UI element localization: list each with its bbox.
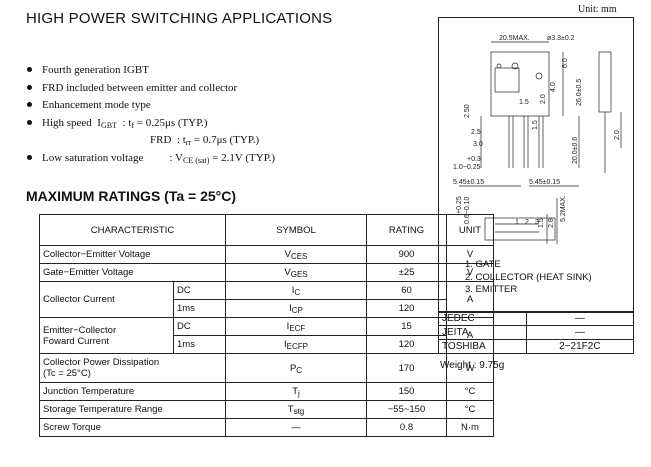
dim-text: 5.45±0.15 bbox=[529, 179, 560, 186]
dim-text: 2.5 bbox=[471, 129, 481, 136]
dim-text: 6.0 bbox=[562, 58, 569, 68]
feature-item-speed: High speed IGBT : tf = 0.25μs (TYP.) bbox=[26, 115, 275, 133]
pin-item: 1. GATE bbox=[465, 259, 501, 270]
unit-label: Unit: mm bbox=[578, 4, 617, 15]
table-row: Junction Temperature Tj 150 °C bbox=[39, 382, 494, 401]
table-row: Collector−Emitter Voltage VCES 900 V bbox=[39, 245, 494, 264]
dim-text: ø3.3±0.2 bbox=[547, 35, 575, 42]
dim-text: 20.0±0.6 bbox=[572, 137, 579, 164]
col-header: CHARACTERISTIC bbox=[39, 214, 226, 246]
table-header-row: CHARACTERISTIC SYMBOL RATING UNIT bbox=[39, 214, 494, 246]
dim-text: 2.0 bbox=[540, 94, 547, 104]
feature-item: Enhancement mode type bbox=[26, 97, 275, 115]
dim-text: 4.0 bbox=[550, 82, 557, 92]
col-header: UNIT bbox=[446, 214, 494, 246]
table-row: Screw Torque — 0.8 N·m bbox=[39, 418, 494, 437]
bullet-icon bbox=[27, 84, 32, 90]
bullet-icon bbox=[27, 119, 32, 125]
feature-item: FRD included between emitter and collect… bbox=[26, 80, 275, 98]
body-window bbox=[494, 67, 520, 93]
mount-hole-icon bbox=[496, 63, 502, 69]
feature-item: Low saturation voltage: VCE (sat) = 2.1V… bbox=[26, 150, 275, 168]
bottom-view bbox=[484, 217, 556, 241]
col-header: RATING bbox=[366, 214, 447, 246]
bullet-icon bbox=[27, 154, 32, 160]
table-row: JEDEC— bbox=[438, 311, 635, 326]
table-row: Gate−Emitter Voltage VGES ±25 V bbox=[39, 263, 494, 282]
dim-text: 20.5MAX. bbox=[499, 35, 530, 42]
col-header: SYMBOL bbox=[225, 214, 367, 246]
dim-text: 26.0±0.5 bbox=[576, 79, 583, 106]
dim-text: 1.5 bbox=[538, 218, 545, 228]
pin-item: 3. EMITTER bbox=[465, 284, 518, 295]
dim-text: 5.2MAX. bbox=[560, 195, 567, 222]
mount-hole-icon bbox=[511, 62, 519, 70]
feature-list: Fourth generation IGBT FRD included betw… bbox=[26, 62, 275, 167]
feature-item: Fourth generation IGBT bbox=[26, 62, 275, 80]
dim-text: 5.45±0.15 bbox=[453, 179, 484, 186]
table-row: JEITA— bbox=[438, 325, 635, 340]
page-title: HIGH POWER SWITCHING APPLICATIONS bbox=[26, 10, 333, 27]
section-title: MAXIMUM RATINGS (Ta = 25°C) bbox=[26, 188, 237, 204]
dim-text: 2.0 bbox=[614, 130, 621, 140]
bullet-icon bbox=[27, 102, 32, 108]
table-row: Collector Power Dissipation(Tc = 25°C) P… bbox=[39, 353, 494, 383]
dim-text: +0.25 bbox=[456, 196, 463, 214]
dim-text: 0.6−0.10 bbox=[464, 196, 471, 224]
table-row: Collector Current DC IC 60 A bbox=[39, 281, 494, 318]
dim-text: 2.50 bbox=[464, 104, 471, 118]
outline-svg: 20.5MAX. ø3.3±0.2 6.0 4.0 26.0±0.5 2.0 1… bbox=[453, 35, 622, 244]
weight-label: Weight : 9.75g bbox=[440, 360, 505, 371]
pin-label: 3 bbox=[535, 219, 539, 226]
table-row: Storage Temperature Range Tstg −55~150 °… bbox=[39, 400, 494, 419]
side-body bbox=[598, 51, 612, 113]
feature-item-frd: FRD : trr = 0.7μs (TYP.) bbox=[150, 134, 260, 147]
pin-label: 1 bbox=[515, 219, 519, 226]
pin-item: 2. COLLECTOR (HEAT SINK) bbox=[465, 271, 592, 283]
mount-hole-icon bbox=[535, 72, 543, 80]
dim-text: 2.8 bbox=[548, 218, 555, 228]
dim-text: 1.0−0.25 bbox=[453, 164, 481, 171]
dim-text: 1.5 bbox=[519, 99, 529, 106]
pin-label: 2 bbox=[525, 219, 529, 226]
dim-text: +0.3 bbox=[467, 156, 481, 163]
pin-legend: 1. GATE 2. COLLECTOR (HEAT SINK) 3. EMIT… bbox=[465, 259, 592, 297]
dim-text: 3.0 bbox=[473, 141, 483, 148]
bullet-icon bbox=[27, 67, 32, 73]
body-outline bbox=[490, 51, 550, 117]
ratings-table: CHARACTERISTIC SYMBOL RATING UNIT Collec… bbox=[39, 214, 494, 437]
dim-text: 1.5 bbox=[532, 120, 539, 130]
